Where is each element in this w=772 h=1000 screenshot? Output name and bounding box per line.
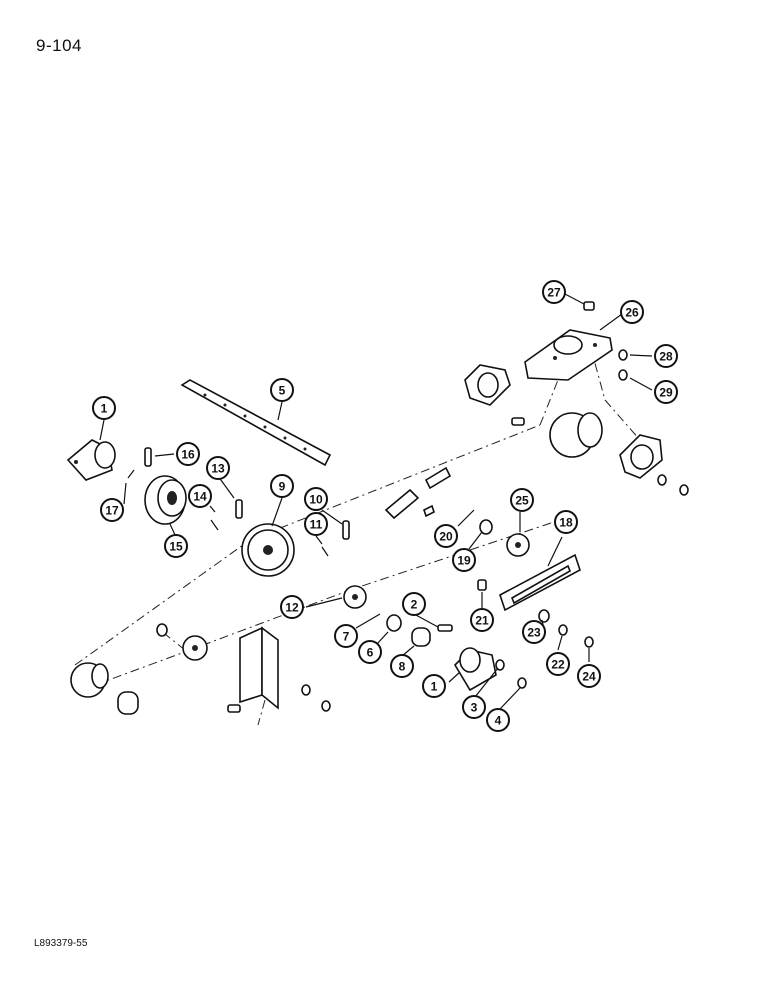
callout-label: 8 [399, 660, 406, 674]
callout-label: 17 [105, 504, 119, 518]
callout-1: 1 [92, 396, 116, 420]
callout-label: 9 [279, 480, 286, 494]
callout-label: 29 [659, 386, 673, 400]
callout-label: 23 [527, 626, 541, 640]
callout-label: 2 [411, 598, 418, 612]
pulley-part [144, 475, 187, 525]
callout-label: 24 [582, 670, 596, 684]
callout-7: 7 [334, 624, 358, 648]
angle-bracket-part [239, 626, 279, 710]
callout-label: 27 [547, 286, 561, 300]
callout-6: 6 [358, 640, 382, 664]
callout-label: 11 [310, 518, 323, 532]
callout-12: 12 [280, 595, 304, 619]
callout-label: 16 [181, 448, 195, 462]
large-sprocket-part [241, 523, 295, 577]
callout-label: 4 [495, 714, 502, 728]
callout-label: 1 [431, 680, 438, 694]
chain-links-part [384, 466, 452, 520]
callout-label: 19 [457, 554, 471, 568]
callout-5: 5 [270, 378, 294, 402]
callout-label: 3 [471, 701, 478, 715]
callout-14: 14 [188, 484, 212, 508]
callout-label: 26 [625, 306, 639, 320]
callout-13: 13 [206, 456, 230, 480]
callouts: 1123456789101112131415161718192021222324… [92, 280, 678, 732]
sprockets-part [70, 412, 603, 698]
callout-label: 1 [101, 402, 108, 416]
upper-bracket-part [464, 329, 663, 479]
callout-9: 9 [270, 474, 294, 498]
callout-label: 7 [343, 630, 350, 644]
callout-15: 15 [164, 534, 188, 558]
callout-22: 22 [546, 652, 570, 676]
flat-bar-part [180, 379, 332, 467]
flange-bearing-lower-part [453, 647, 497, 692]
callout-label: 14 [193, 490, 207, 504]
callout-10: 10 [304, 487, 328, 511]
callout-18: 18 [554, 510, 578, 534]
callout-25: 25 [510, 488, 534, 512]
callout-4: 4 [486, 708, 510, 732]
washers-part [156, 349, 689, 712]
callout-label: 12 [285, 601, 299, 615]
callout-label: 6 [367, 646, 374, 660]
callout-label: 25 [515, 494, 529, 508]
callout-11: 11 [304, 512, 328, 536]
flange-bearing-part [66, 439, 116, 481]
callout-8: 8 [390, 654, 414, 678]
callout-label: 28 [659, 350, 673, 364]
callout-17: 17 [100, 498, 124, 522]
callout-21: 21 [470, 608, 494, 632]
callout-24: 24 [577, 664, 601, 688]
callout-23: 23 [522, 620, 546, 644]
callout-label: 10 [309, 493, 323, 507]
callout-19: 19 [452, 548, 476, 572]
figure-code: L893379-55 [34, 938, 88, 949]
callout-3: 3 [462, 695, 486, 719]
spacers-part [117, 627, 431, 715]
callout-29: 29 [654, 380, 678, 404]
callout-27: 27 [542, 280, 566, 304]
page-number: 9-104 [36, 36, 82, 55]
bolts-part [227, 301, 595, 713]
callout-20: 20 [434, 524, 458, 548]
callout-label: 20 [439, 530, 453, 544]
callout-2: 2 [402, 592, 426, 616]
callout-label: 15 [169, 540, 183, 554]
callout-26: 26 [620, 300, 644, 324]
callout-label: 18 [559, 516, 573, 530]
callout-label: 22 [551, 658, 565, 672]
callout-label: 13 [211, 462, 225, 476]
callout-16: 16 [176, 442, 200, 466]
callout-label: 5 [279, 384, 286, 398]
callout-1: 1 [422, 674, 446, 698]
callout-label: 21 [475, 614, 489, 628]
slotted-plate-part [499, 553, 581, 612]
pins [127, 447, 350, 557]
callout-28: 28 [654, 344, 678, 368]
